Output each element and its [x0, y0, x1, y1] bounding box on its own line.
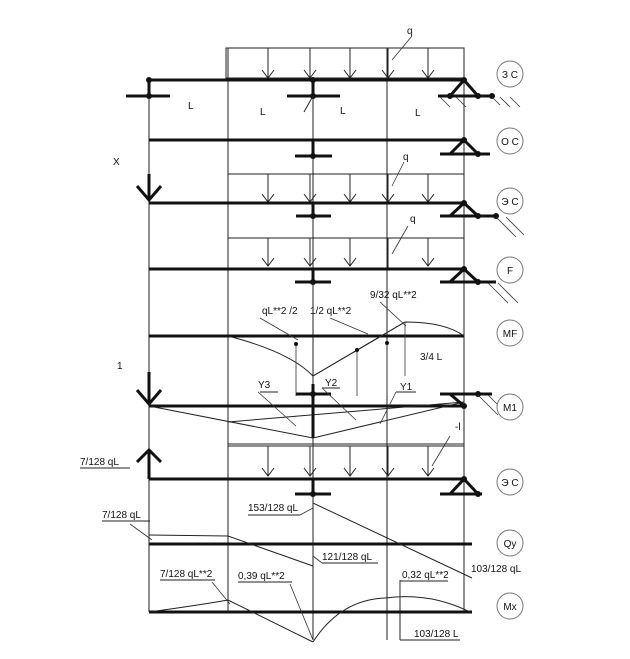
reaction-label: 7/128 qL [80, 457, 119, 468]
row-f: q [149, 214, 519, 304]
moment-label: 1/2 qL**2 [310, 306, 352, 317]
row-qy: 7/128 qL 153/128 qL 121/128 qL 103/128 q… [102, 502, 521, 579]
moment-label: qL**2 /2 [262, 306, 298, 317]
ordinate-label: Y3 [258, 380, 271, 391]
moment-curve-right [312, 321, 465, 377]
row-tag-label: О С [501, 137, 519, 148]
row-tag: З С [496, 60, 524, 88]
load-label: q [410, 214, 416, 225]
shear-label: 7/128 qL [102, 510, 141, 521]
row-tag-label: MF [503, 329, 517, 340]
hatching [439, 96, 521, 108]
row-tag: MF [496, 319, 524, 347]
row-tag-circle [496, 256, 524, 284]
shear-label: 103/128 qL [471, 564, 521, 575]
row-tag-label: Э С [501, 478, 518, 489]
row-tag-circle [496, 529, 524, 557]
unit-label: 1 [117, 361, 123, 372]
vertical-guides [148, 48, 465, 640]
axis-label: X [113, 157, 120, 168]
ordinate-label: Y2 [325, 378, 338, 389]
row-zs: q L L L L [126, 26, 521, 119]
row-tag-label: Mx [503, 602, 516, 613]
row-tag: О С [496, 127, 524, 155]
span-label: L [340, 106, 346, 117]
ordinate-label: Y1 [400, 382, 413, 393]
row-tag-label: Qy [504, 539, 517, 550]
row-tag-circle [496, 393, 524, 421]
row-tag: Qy [496, 529, 524, 557]
moment-label: 0,32 qL**2 [402, 570, 449, 581]
row-tag-circle [496, 319, 524, 347]
moment-label: 9/32 qL**2 [370, 290, 417, 301]
row-es-1: q [135, 152, 525, 238]
row-os: X [113, 137, 490, 168]
moment-curve-left [227, 335, 314, 378]
distance-label: 103/128 L [414, 629, 459, 640]
row-tag: F [496, 256, 524, 284]
row-mx: 7/128 qL**2 0,39 qL**2 0,32 qL**2 103/12… [148, 569, 472, 643]
row-tag-circle [496, 592, 524, 620]
distributed-load-frame [225, 47, 465, 79]
load-label: q [403, 152, 409, 163]
row-tag: M1 [496, 393, 524, 421]
load-label: q [407, 26, 413, 37]
row-es-2: 7/128 qL [80, 435, 482, 497]
row-tag: Э С [496, 468, 524, 496]
row-tag: Mx [496, 592, 524, 620]
row-tag-label: M1 [503, 403, 517, 414]
span-label: L [415, 108, 421, 119]
load-arrows [261, 48, 435, 79]
row-tag: Э С [496, 187, 524, 215]
span-label: L [260, 107, 266, 118]
row-mf: qL**2 /2 1/2 qL**2 9/32 qL**2 3/4 L 1 [117, 290, 465, 396]
row-tag-circle [496, 468, 524, 496]
shear-label: 153/128 qL [248, 503, 298, 514]
row-tag-circle [496, 60, 524, 88]
row-tag-label: F [507, 266, 513, 277]
moment-label: 7/128 qL**2 [160, 569, 213, 580]
row-tag-label: З С [502, 70, 518, 81]
row-tag-circle [496, 187, 524, 215]
moment-label: 0,39 qL**2 [238, 571, 285, 582]
shear-diagram [148, 502, 473, 579]
span-label: L [188, 101, 194, 112]
moment-curve-left [148, 599, 314, 643]
moment-curve-right [312, 596, 471, 643]
row-m1: Y3 Y2 Y1 -l [135, 372, 509, 439]
row-tag-label: Э С [501, 197, 518, 208]
sign-label: -l [455, 422, 461, 433]
distance-label: 3/4 L [420, 352, 443, 363]
shear-label: 121/128 qL [322, 552, 372, 563]
row-tag-circle [496, 127, 524, 155]
